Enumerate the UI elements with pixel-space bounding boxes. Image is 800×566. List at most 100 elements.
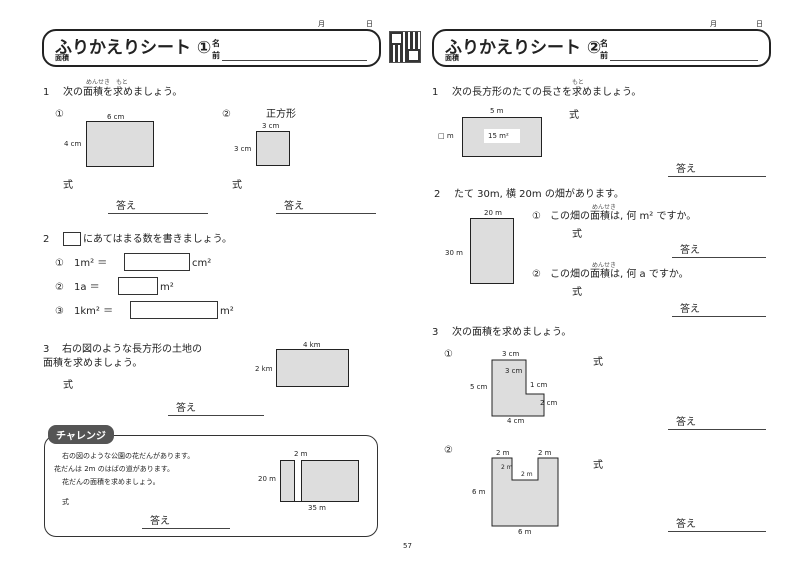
right-date-day-label: 日: [756, 20, 763, 28]
left-q1-item1-number: ①: [55, 109, 64, 120]
right-q3-item2-number: ②: [444, 445, 453, 456]
right-date-month-label: 月: [710, 20, 717, 28]
right-q3-f1-top-label: 3 cm: [502, 350, 520, 358]
left-q1-item1-height-label: 4 cm: [64, 140, 82, 148]
left-q1-shiki-1: 式: [63, 180, 73, 191]
left-q2-r1-left: 1m² ＝: [74, 258, 108, 269]
right-q1-answer-field[interactable]: [668, 176, 766, 177]
qr-code-icon: [389, 31, 421, 63]
left-q3-number: 3: [43, 344, 50, 355]
page-number: 57: [403, 542, 412, 550]
left-q2-r1-number: ①: [55, 258, 64, 269]
date-day-label: 日: [366, 20, 373, 28]
left-q3-shiki: 式: [63, 380, 73, 391]
left-q1-number: 1: [43, 87, 50, 98]
right-q3-f1-bottom-label: 4 cm: [507, 417, 525, 425]
right-page-title: ふりかえりシート ②: [445, 38, 602, 58]
left-q3-height-label: 2 km: [255, 365, 273, 373]
left-q3-land-rectangle: [276, 349, 349, 387]
left-q2-r2-unit: m²: [160, 282, 174, 293]
left-q1-answer-label-1: 答え: [116, 201, 136, 212]
right-q2-field-rectangle: [470, 218, 514, 284]
left-name-label-bottom: 前: [212, 51, 220, 60]
left-q3-text-line2: 面積を求めましょう。: [43, 358, 143, 369]
right-q2-ruby-2: めんせき: [592, 262, 617, 269]
left-q1-answer-field-2[interactable]: [276, 213, 376, 214]
right-q3-instruction: 次の面積を求めましょう。: [452, 327, 572, 338]
right-q2-sub2-answer-field[interactable]: [672, 316, 766, 317]
left-name-label-top: 名: [212, 39, 220, 48]
challenge-height-label: 20 m: [258, 475, 276, 483]
left-name-field[interactable]: [222, 60, 367, 61]
challenge-text-line3: 花だんの面積を求めましょう。: [62, 478, 160, 486]
left-q1-item1-width-label: 6 cm: [107, 113, 125, 121]
left-q2-r1-unit: cm²: [192, 258, 212, 269]
left-q2-r1-input[interactable]: [124, 253, 190, 271]
left-q3-width-label: 4 km: [303, 341, 321, 349]
right-q2-sub1-shiki: 式: [572, 229, 582, 240]
right-q3-figure2-shape: [491, 457, 559, 527]
right-q2-sub1-answer-field[interactable]: [672, 257, 766, 258]
right-q3-figure2: [491, 457, 559, 527]
right-name-label-bottom: 前: [600, 51, 608, 60]
left-q1-square: [256, 131, 290, 166]
left-subject-label: 面積: [55, 54, 69, 62]
left-q2-number: 2: [43, 234, 50, 245]
left-q1-item2-square-label: 正方形: [266, 109, 296, 120]
right-header-box: [432, 29, 771, 67]
left-q2-r3-left: 1km² ＝: [74, 306, 114, 317]
challenge-text-line1: 右の図のような公園の花だんがあります。: [62, 452, 195, 460]
left-q1-item2-top-label: 3 cm: [262, 122, 280, 130]
left-q2-r2-number: ②: [55, 282, 64, 293]
challenge-text-line2: 花だんは 2m のはばの道があります。: [54, 465, 175, 473]
right-q3-f2-left-label: 6 m: [472, 488, 486, 496]
right-q3-item2-answer-field[interactable]: [668, 531, 766, 532]
right-q2-sub1-text: この畑の面積は, 何 m² ですか。: [550, 211, 697, 222]
challenge-answer-label: 答え: [150, 516, 170, 527]
right-q1-number: 1: [432, 87, 439, 98]
right-q3-item2-shiki: 式: [593, 460, 603, 471]
challenge-tag: チャレンジ: [48, 425, 114, 444]
left-q1-ruby-moto: もと: [116, 79, 128, 86]
right-q2-height-label: 30 m: [445, 249, 463, 257]
right-q2-sub2-number: ②: [532, 269, 541, 280]
challenge-shiki: 式: [62, 498, 69, 506]
right-q1-answer-label: 答え: [676, 164, 696, 175]
right-q3-item2-answer-label: 答え: [676, 519, 696, 530]
left-q1-instruction: 次の面積を求めましょう。: [63, 87, 183, 98]
left-q1-item2-side-label: 3 cm: [234, 145, 252, 153]
left-q2-r2-left: 1a ＝: [74, 282, 100, 293]
right-q3-figure1: [491, 359, 545, 417]
challenge-flowerbed: [280, 460, 359, 502]
right-q3-item1-answer-field[interactable]: [668, 429, 766, 430]
right-q3-f2-inner-v-label: 2 m: [501, 464, 513, 471]
right-q3-item1-shiki: 式: [593, 357, 603, 368]
left-q1-answer-label-2: 答え: [284, 201, 304, 212]
right-q2-sub2-text: この畑の面積は, 何 a ですか。: [550, 269, 689, 280]
right-q2-sub1-number: ①: [532, 211, 541, 222]
right-name-field[interactable]: [610, 60, 758, 61]
right-q2-instruction: たて 30m, 横 20m の畑があります。: [454, 189, 624, 200]
right-q1-area-bg: [484, 129, 520, 143]
left-q2-r2-input[interactable]: [118, 277, 158, 295]
left-q1-ruby-menseki: めんせき: [86, 79, 111, 86]
left-q2-blank-box-icon: [63, 232, 81, 246]
right-q3-item1-answer-label: 答え: [676, 417, 696, 428]
challenge-road-label: 2 m: [294, 450, 308, 458]
right-q2-sub1-answer-label: 答え: [680, 245, 700, 256]
right-q3-f2-bottom-label: 6 m: [518, 528, 532, 536]
right-q1-instruction: 次の長方形のたての長さを求めましょう。: [452, 87, 642, 98]
challenge-answer-field[interactable]: [142, 528, 230, 529]
left-q3-text-line1: 右の図のような長方形の土地の: [62, 344, 202, 355]
left-q1-answer-field-1[interactable]: [108, 213, 208, 214]
right-q3-figure1-shape: [491, 359, 545, 417]
right-q3-f1-left-label: 5 cm: [470, 383, 488, 391]
right-q3-f2-tl-label: 2 m: [496, 449, 510, 457]
left-q3-answer-field[interactable]: [168, 415, 264, 416]
right-q1-width-label: 5 m: [490, 107, 504, 115]
challenge-frame: [44, 435, 378, 537]
right-q1-area-label: 15 m²: [488, 132, 509, 140]
challenge-width-label: 35 m: [308, 504, 326, 512]
left-q2-r3-input[interactable]: [130, 301, 218, 319]
right-q1-height-label: □ m: [438, 132, 454, 140]
